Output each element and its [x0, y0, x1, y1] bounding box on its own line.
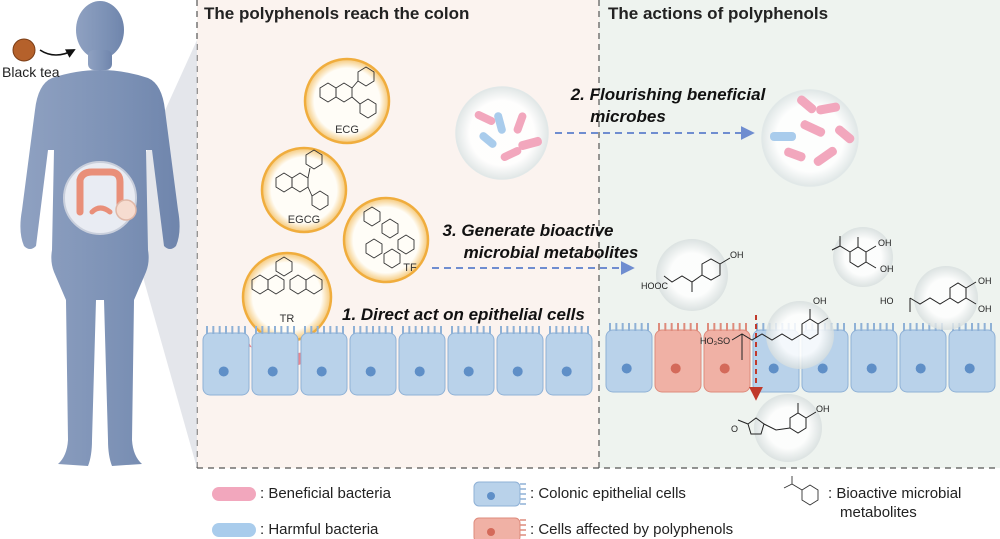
metabolite-valerolactone [737, 394, 822, 462]
metabolite-gallic-acid [831, 227, 893, 287]
black-tea-icon [12, 38, 36, 62]
step2-text-line1: 2. Flourishing beneficial [570, 85, 766, 104]
metabolite-propionic [909, 266, 978, 330]
egcg-label: EGCG [287, 214, 321, 226]
epithelial-cell [349, 326, 397, 396]
tf-label: TF [403, 262, 417, 274]
step1-text: 1. Direct act on epithelial cells [342, 305, 585, 324]
legend-epithelial-icon [473, 481, 526, 507]
epithelial-cell [545, 326, 593, 396]
epithelial-cell [899, 323, 947, 393]
epithelial-cell [251, 326, 299, 396]
legend-epithelial-text: : Colonic epithelial cells [530, 485, 686, 502]
oh-label-3: OH [878, 238, 892, 248]
legend-beneficial-icon [212, 487, 256, 501]
bacteria-bubble-right [761, 89, 859, 187]
ho-label: HO [880, 296, 894, 306]
epithelial-cell [447, 326, 495, 396]
epithelial-cell [496, 326, 544, 396]
epithelial-cell [300, 326, 348, 396]
o-label: O [731, 424, 739, 434]
epithelial-layer-left [202, 326, 593, 396]
legend-metabolites-text-line2: metabolites [840, 504, 917, 521]
right-panel-title: The actions of polyphenols [608, 4, 829, 23]
legend-metabolites-text-line1: : Bioactive microbial [828, 485, 962, 502]
epithelial-cell [398, 326, 446, 396]
legend-harmful-icon [212, 523, 256, 537]
legend-affected-text: : Cells affected by polyphenols [530, 521, 734, 538]
oh-label-1: OH [730, 250, 744, 260]
oh-label-4: OH [880, 264, 894, 274]
epithelial-layer-right [605, 323, 996, 393]
polyphenol-ecg [303, 57, 391, 145]
human-body [20, 1, 180, 466]
step3-text-line2: microbial metabolites [463, 243, 639, 262]
step2-text-line2: microbes [590, 107, 666, 126]
affected-epithelial-cell [703, 323, 751, 393]
legend-beneficial-text: : Beneficial bacteria [260, 485, 391, 502]
black-tea-label: Black tea [2, 64, 60, 80]
affected-epithelial-cell [654, 323, 702, 393]
colon-icon [76, 168, 124, 216]
tea-arrow [39, 49, 76, 58]
metabolite-sulfate [731, 301, 834, 369]
oh-label-2: OH [813, 296, 827, 306]
oh-label-7: OH [816, 404, 830, 414]
epithelial-cell [850, 323, 898, 393]
legend-harmful-text: : Harmful bacteria [260, 521, 379, 538]
oh-label-5: OH [978, 276, 992, 286]
zoom-lens [115, 199, 137, 221]
epithelial-cell [948, 323, 996, 393]
legend-affected-icon [473, 517, 526, 539]
metabolite-hippuric-like [656, 239, 731, 311]
step3-text-line1: 3. Generate bioactive [442, 221, 614, 240]
hooc-label: HOOC [641, 281, 668, 291]
zoom-funnel [128, 40, 197, 468]
epithelial-cell [202, 326, 250, 396]
epithelial-cell [605, 323, 653, 393]
oh-label-6: OH [978, 304, 992, 314]
polyphenol-egcg [260, 146, 348, 234]
ecg-label: ECG [335, 124, 359, 136]
tr-label: TR [279, 313, 295, 325]
bacteria-bubble-left [455, 86, 549, 180]
left-panel-title: The polyphenols reach the colon [204, 4, 470, 23]
so3h-label: HO₃SO [700, 336, 731, 346]
legend-metabolite-icon [783, 476, 819, 506]
polyphenol-tf [342, 196, 430, 284]
